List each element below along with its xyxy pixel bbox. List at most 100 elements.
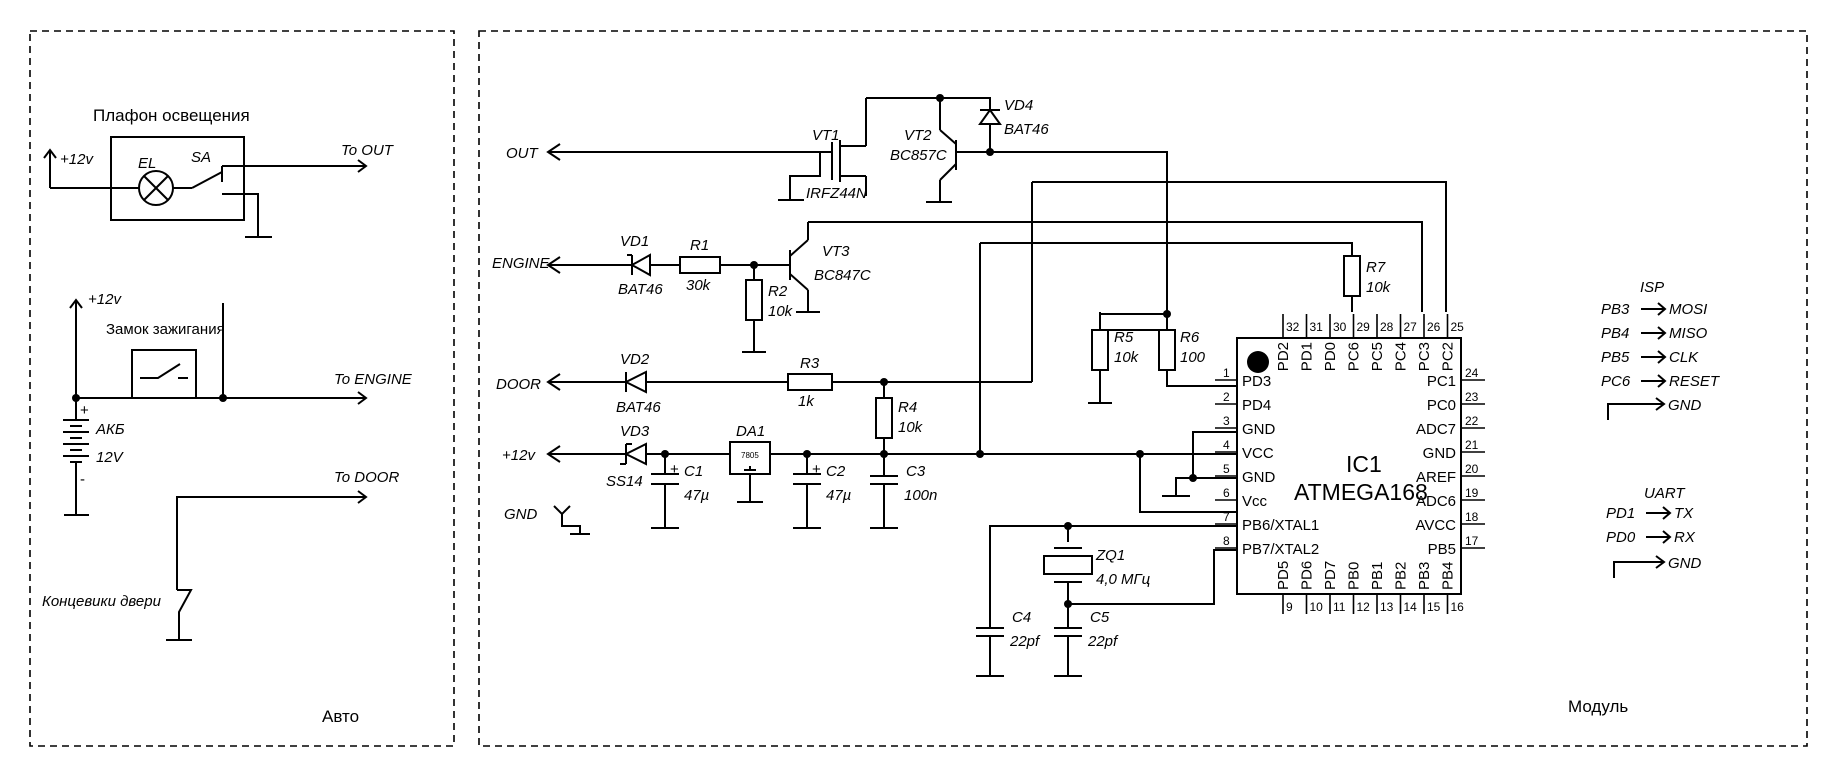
- r6-label: R6: [1180, 329, 1200, 346]
- c2-label: C2: [826, 463, 846, 480]
- r3-value: 1k: [798, 393, 815, 410]
- isp-pin-label: PB5: [1601, 349, 1630, 366]
- c2-plus: +: [812, 461, 821, 478]
- lamp-el-label: EL: [138, 155, 156, 172]
- isp-pin-label: PB3: [1601, 301, 1630, 318]
- vd3-type: SS14: [606, 473, 643, 490]
- ic1-top-pin-name: PD1: [1299, 342, 1316, 371]
- to-engine-label: To ENGINE: [334, 371, 413, 388]
- ic1-name: IC1: [1346, 451, 1382, 477]
- ic1-bottom-pin-num: 12: [1357, 600, 1371, 614]
- to-engine-arrow: [357, 391, 368, 405]
- ic1-bottom-pin-name: PB1: [1369, 562, 1386, 590]
- ic1-left-pin-name: Vcc: [1242, 493, 1268, 510]
- ic1-top-pin-name: PC5: [1369, 342, 1386, 371]
- supply-label-1: +12v: [60, 151, 94, 168]
- c4-value: 22pf: [1009, 633, 1041, 650]
- vt2-transistor: [926, 98, 990, 203]
- ic1-top-pin-name: PC3: [1416, 342, 1433, 371]
- to-out-label: To OUT: [341, 142, 395, 159]
- ic1-pin1-marker: [1247, 351, 1269, 373]
- ic1-right-pin-num: 24: [1465, 366, 1479, 380]
- vt2-type: BC857C: [890, 147, 947, 164]
- isp-pin-label: PC6: [1601, 373, 1631, 390]
- ic1-top-pin-name: PD0: [1322, 342, 1339, 371]
- r2-label: R2: [768, 283, 788, 300]
- ic1-top-pin-num: 26: [1427, 320, 1441, 334]
- ic1-right-pin-num: 23: [1465, 390, 1479, 404]
- vd2-label: VD2: [620, 351, 650, 368]
- ic1-bottom-pin-name: PD5: [1275, 561, 1292, 590]
- isp-arrow-head: [1657, 302, 1667, 316]
- ic1-left-pin-num: 3: [1223, 414, 1230, 428]
- r1-value: 30k: [686, 277, 712, 294]
- ic1-bottom-pin-name: PB2: [1393, 562, 1410, 590]
- c1-label: C1: [684, 463, 703, 480]
- isp-signal-label: RESET: [1669, 373, 1721, 390]
- ic1-top-pin-num: 32: [1286, 320, 1300, 334]
- port-door-label: DOOR: [496, 376, 541, 393]
- vd3-diode: [620, 442, 730, 466]
- r1-resistor: [679, 256, 721, 274]
- uart-arrow-head: [1662, 506, 1672, 520]
- ic1-left-pin-num: 1: [1223, 366, 1230, 380]
- supply-arrow: [546, 445, 561, 463]
- ic1-left-pin-name: GND: [1242, 469, 1276, 486]
- door-arrow: [546, 373, 561, 391]
- uart-signal-label: TX: [1674, 505, 1694, 522]
- ic1-left-pin-num: 4: [1223, 438, 1230, 452]
- r4-value: 10k: [898, 419, 924, 436]
- r6-value: 100: [1180, 349, 1206, 366]
- c5-capacitor: [1054, 604, 1082, 677]
- ic1-left-pin-name: VCC: [1242, 445, 1274, 462]
- ic1-top-pin-num: 27: [1404, 320, 1418, 334]
- out-arrow: [546, 143, 561, 161]
- vd1-type: BAT46: [618, 281, 663, 298]
- ic1-left-pin-name: PD4: [1242, 397, 1271, 414]
- ic1-left-pin-name: PB7/XTAL2: [1242, 541, 1319, 558]
- lamp-el-symbol: [111, 170, 223, 206]
- ic1-bottom-pin-num: 10: [1310, 600, 1324, 614]
- battery-plus: +: [80, 402, 89, 419]
- ic1-right-pin-num: 18: [1465, 510, 1479, 524]
- vd2-diode: [623, 370, 788, 394]
- r2-value: 10k: [768, 303, 794, 320]
- r7-label: R7: [1366, 259, 1386, 276]
- ic1-bottom-pin-num: 9: [1286, 600, 1293, 614]
- r3-resistor: [787, 373, 833, 391]
- ic1-bottom-pin-num: 11: [1333, 600, 1346, 614]
- ic1-right-pin-name: AREF: [1416, 469, 1456, 486]
- ic1-top-pin-num: 31: [1310, 320, 1324, 334]
- isp-arrow-head: [1657, 350, 1667, 364]
- vd1-label: VD1: [620, 233, 649, 250]
- battery-voltage: 12V: [96, 449, 125, 466]
- ic1-top-pin-num: 30: [1333, 320, 1347, 334]
- auto-panel-frame: [29, 30, 455, 747]
- vd4-diode: [940, 97, 1002, 152]
- c5-value: 22pf: [1087, 633, 1119, 650]
- c2-capacitor: [793, 454, 821, 529]
- r7-resistor: [1343, 255, 1361, 297]
- r7-value: 10k: [1366, 279, 1392, 296]
- zq1-crystal: [1043, 547, 1093, 604]
- ic1-bottom-pin-num: 16: [1451, 600, 1465, 614]
- to-out-arrow: [357, 159, 368, 173]
- uart-title: UART: [1644, 485, 1686, 502]
- uart-gnd: [1613, 555, 1666, 578]
- switch-sa-label: SA: [191, 149, 211, 166]
- module-panel-frame: [478, 30, 1808, 747]
- isp-gnd-label: GND: [1668, 397, 1702, 414]
- c3-value: 100n: [904, 487, 937, 504]
- ic1-bottom-pin-num: 13: [1380, 600, 1394, 614]
- vt3-transistor: [789, 222, 820, 313]
- vd1-diode: [627, 253, 680, 277]
- da1-label: DA1: [736, 423, 765, 440]
- isp-signal-label: MISO: [1669, 325, 1708, 342]
- ic1-left-pin-name: PB6/XTAL1: [1242, 517, 1319, 534]
- uart-pin-label: PD0: [1606, 529, 1636, 546]
- supply-arrow-2: [69, 298, 83, 398]
- ic1-right-pin-num: 21: [1465, 438, 1479, 452]
- isp-gnd: [1607, 397, 1666, 420]
